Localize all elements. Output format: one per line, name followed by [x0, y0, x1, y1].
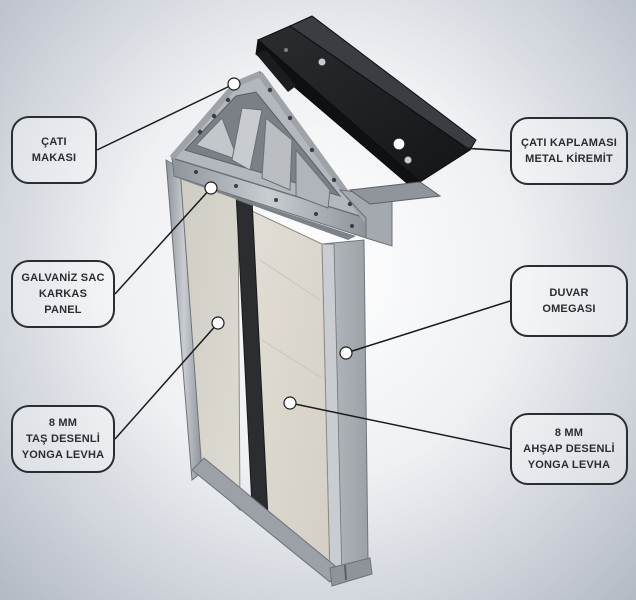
label-line: 8 MM: [48, 417, 78, 429]
label-cati-kaplamasi-metal-kiremit: ÇATI KAPLAMASI METAL KİREMİT: [510, 117, 628, 185]
label-line: YONGA LEVHA: [527, 459, 611, 471]
label-line: MAKASI: [31, 152, 77, 164]
label-cati-makasi: ÇATI MAKASI: [11, 116, 97, 184]
roof-truss: [169, 71, 369, 228]
label-line: DUVAR: [549, 287, 589, 299]
marker-cati-kaplamasi: [392, 137, 406, 151]
label-tas-desenli-yonga-levha: 8 MM TAŞ DESENLİ YONGA LEVHA: [11, 405, 115, 473]
marker-galvaniz: [204, 181, 218, 195]
leader-lines: [96, 83, 511, 450]
marker-ahsap-desenli: [283, 396, 297, 410]
label-duvar-omegasi: DUVAR OMEGASI: [510, 265, 628, 337]
label-line: TAŞ DESENLİ: [25, 433, 101, 445]
label-line: ÇATI: [41, 136, 67, 148]
roof-covering: [255, 15, 477, 205]
marker-cati-makasi: [227, 77, 241, 91]
label-line: PANEL: [44, 304, 82, 316]
label-line: METAL KİREMİT: [525, 153, 613, 165]
label-galvaniz-sac-karkas-panel: GALVANİZ SAC KARKAS PANEL: [11, 260, 115, 328]
callout-markers: [204, 77, 406, 410]
marker-tas-desenli: [211, 316, 225, 330]
label-line: GALVANİZ SAC: [21, 272, 105, 284]
bottom-track: [191, 457, 373, 587]
marker-duvar-omegasi: [339, 346, 353, 360]
label-line: 8 MM: [554, 427, 584, 439]
label-ahsap-desenli-yonga-levha: 8 MM AHŞAP DESENLİ YONGA LEVHA: [510, 413, 628, 485]
label-line: KARKAS: [38, 288, 88, 300]
label-line: AHŞAP DESENLİ: [523, 443, 615, 455]
label-line: OMEGASI: [542, 303, 596, 315]
label-line: YONGA LEVHA: [21, 449, 105, 461]
label-line: ÇATI KAPLAMASI: [520, 137, 618, 149]
